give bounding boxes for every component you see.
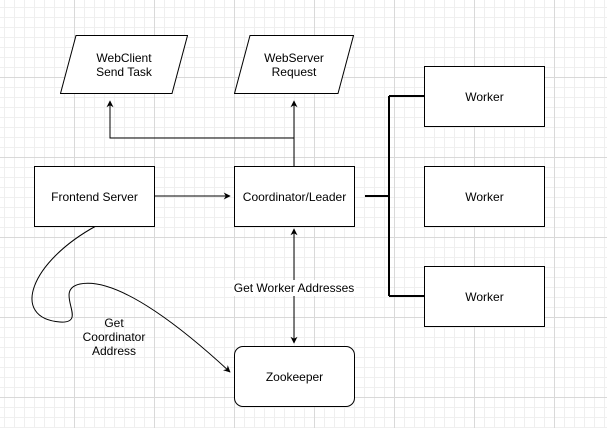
worker-label: Worker — [465, 189, 504, 204]
worker-node-1[interactable]: Worker — [424, 66, 545, 127]
worker-label: Worker — [465, 289, 504, 304]
worker-node-3[interactable]: Worker — [424, 266, 545, 327]
parallelogram-shape — [234, 35, 354, 94]
worker-node-2[interactable]: Worker — [424, 166, 545, 227]
coordinator-node[interactable]: Coordinator/Leader — [234, 166, 355, 227]
frontend-server-node[interactable]: Frontend Server — [34, 166, 155, 227]
webclient-node[interactable]: WebClient Send Task — [60, 35, 188, 94]
webserver-label: WebServer Request — [264, 50, 324, 79]
edge-frontend-to-zookeeper — [31, 225, 231, 373]
edge-coordinator-to-webclient — [106, 100, 294, 139]
worker-label: Worker — [465, 89, 504, 104]
zookeeper-label: Zookeeper — [265, 369, 324, 384]
coordinator-label: Coordinator/Leader — [242, 189, 347, 204]
edge-coordinator-to-workers — [365, 95, 424, 297]
parallelogram-shape — [60, 35, 188, 94]
webserver-node[interactable]: WebServer Request — [234, 35, 354, 94]
webclient-label: WebClient Send Task — [96, 50, 152, 79]
get-worker-addresses-label: Get Worker Addresses — [232, 280, 356, 296]
get-coordinator-address-label: Get Coordinator Address — [82, 316, 146, 358]
zookeeper-node[interactable]: Zookeeper — [234, 346, 355, 407]
frontend-server-label: Frontend Server — [51, 189, 138, 204]
